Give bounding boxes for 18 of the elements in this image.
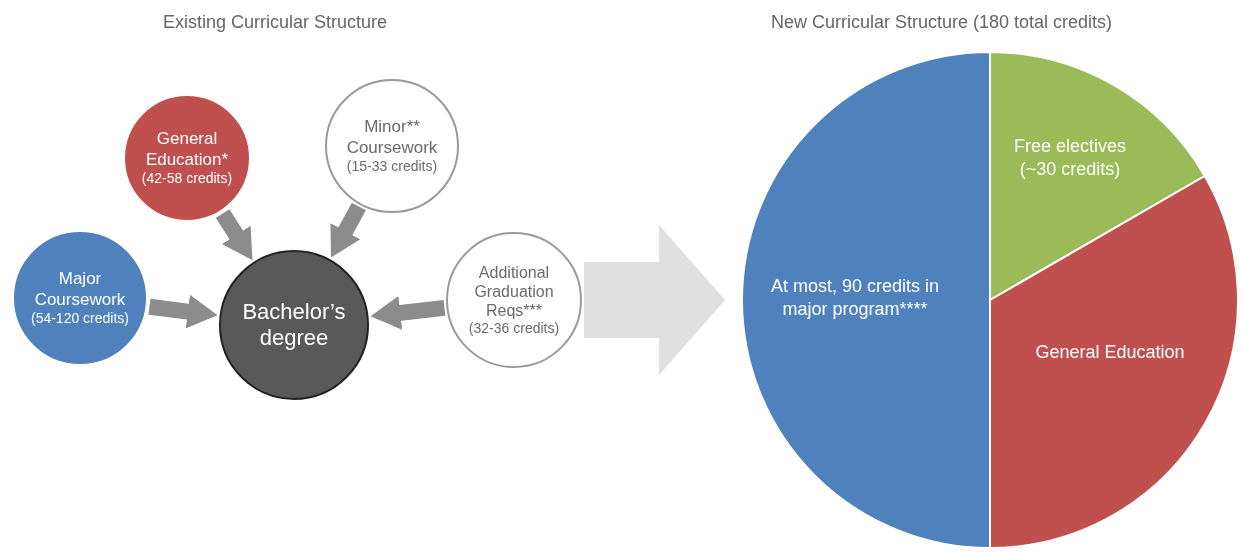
- section-heading: Existing Curricular Structure: [163, 12, 388, 33]
- arrow: [148, 294, 218, 329]
- arrow: [370, 296, 446, 330]
- slice-label: Free electives (~30 credits): [1012, 134, 1127, 180]
- arrow: [215, 209, 253, 261]
- node-title: Minor** Coursework: [345, 117, 439, 158]
- slice-label: At most, 90 credits in major program****: [769, 274, 941, 320]
- node-title: General Education*: [144, 129, 230, 170]
- node-title: Bachelor’s degree: [241, 298, 347, 352]
- slice-label: General Education: [1034, 340, 1186, 364]
- node-title: Additional Graduation Reqs***: [473, 262, 555, 321]
- credit-range: (54-120 credits): [30, 310, 129, 327]
- credit-range: (42-58 credits): [141, 170, 233, 187]
- arrow: [330, 202, 366, 258]
- section-heading: New Curricular Structure (180 total credits): [771, 12, 1113, 33]
- node-title: Major Coursework: [33, 269, 127, 310]
- credit-range: (32-36 credits): [468, 320, 560, 338]
- credit-range: (15-33 credits): [346, 158, 438, 175]
